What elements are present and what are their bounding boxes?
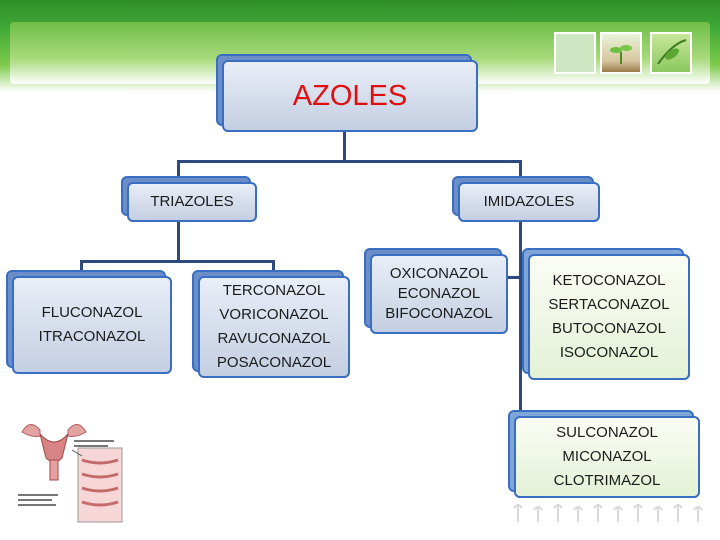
connector-terconazol-up	[272, 260, 275, 276]
imidazole-group-2-box: KETOCONAZOL SERTACONAZOL BUTOCONAZOL ISO…	[522, 248, 690, 380]
imidazole-group-1-box: OXICONAZOL ECONAZOL BIFOCONAZOL	[364, 248, 508, 334]
connector-triazoles-horizontal	[80, 260, 275, 263]
connector-triazoles-up	[177, 160, 180, 182]
sprout-row-decoration	[513, 504, 703, 522]
decor-thumbnail-plain	[554, 32, 596, 74]
triazole-group-1-box: FLUCONAZOL ITRACONAZOL	[6, 270, 172, 374]
imidazole-group-1-list: OXICONAZOL ECONAZOL BIFOCONAZOL	[385, 265, 493, 322]
sprout-icon	[610, 45, 632, 64]
imidazoles-box: IMIDAZOLES	[452, 176, 600, 222]
connector-imidazoles-down	[519, 222, 522, 392]
connector-imidazoles-left	[507, 276, 521, 279]
imidazoles-label: IMIDAZOLES	[483, 193, 575, 210]
triazole-group-2-list: TERCONAZOL VORICONAZOL RAVUCONAZOL POSAC…	[216, 282, 332, 371]
decor-thumbnail-leaf	[650, 32, 692, 74]
triazole-group-1-list: FLUCONAZOL ITRACONAZOL	[38, 304, 146, 345]
connector-triazoles-down	[177, 222, 180, 262]
imidazole-group-3-list: SULCONAZOL MICONAZOL CLOTRIMAZOL	[553, 424, 661, 489]
decor-thumbnail-sprout	[600, 32, 642, 74]
azoles-title: AZOLES	[292, 80, 408, 112]
connector-imidazoles-up	[519, 160, 522, 182]
connector-imidazoles-bottom	[519, 390, 522, 416]
anatomy-illustration	[10, 410, 130, 525]
azoles-title-box: AZOLES	[216, 54, 478, 132]
triazole-group-2-box: TERCONAZOL VORICONAZOL RAVUCONAZOL POSAC…	[192, 270, 350, 378]
connector-fluconazol-up	[80, 260, 83, 276]
connector-top-horizontal	[177, 160, 522, 163]
leaf-icon	[657, 39, 687, 65]
triazoles-box: TRIAZOLES	[121, 176, 257, 222]
imidazole-group-2-list: KETOCONAZOL SERTACONAZOL BUTOCONAZOL ISO…	[548, 272, 670, 361]
connector-title-down	[343, 132, 346, 162]
triazoles-label: TRIAZOLES	[150, 193, 234, 210]
imidazole-group-3-box: SULCONAZOL MICONAZOL CLOTRIMAZOL	[508, 410, 700, 498]
